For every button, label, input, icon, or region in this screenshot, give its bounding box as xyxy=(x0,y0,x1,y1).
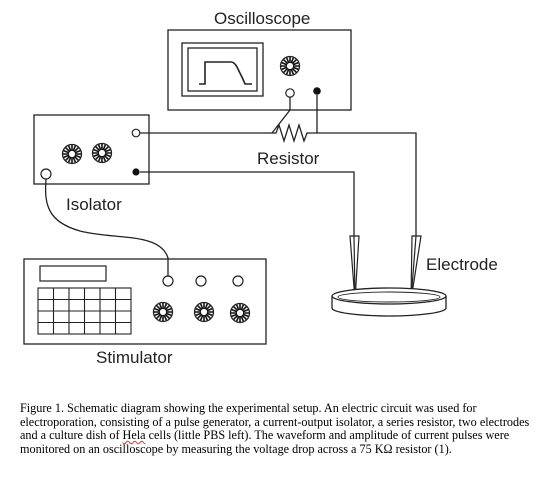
oscilloscope-waveform xyxy=(199,61,252,85)
isolator-input-terminal xyxy=(40,168,52,180)
figure-caption: Figure 1. Schematic diagram showing the … xyxy=(20,401,532,456)
isolator-label: Isolator xyxy=(66,195,122,214)
stimulator-output-terminal xyxy=(162,275,174,287)
stimulator-display xyxy=(39,265,107,282)
stimulator-knob-3-icon xyxy=(229,302,251,324)
isolator-knob-right-icon xyxy=(91,142,113,164)
experimental-setup-diagram: Oscilloscope Resistor Isolator Electrode… xyxy=(23,9,498,367)
stimulator-knob-1-icon xyxy=(152,301,174,323)
isolator-terminal-filled xyxy=(132,168,140,176)
culture-dish xyxy=(331,287,447,317)
circuit-wires xyxy=(44,95,417,276)
oscilloscope-terminal-open xyxy=(285,88,295,98)
electrodes-and-dish xyxy=(331,235,447,317)
isolator-terminal-open xyxy=(131,128,141,138)
caption-text-part2: cells (little PBS left). The waveform an… xyxy=(20,428,510,456)
stimulator-keypad xyxy=(37,287,132,335)
oscilloscope-terminal-filled xyxy=(313,87,321,95)
oscilloscope-probe-left xyxy=(271,97,291,134)
stimulator-isolator-cable xyxy=(44,178,169,276)
oscilloscope-label: Oscilloscope xyxy=(214,9,310,28)
caption-text-part1: Figure 1. Schematic diagram showing the … xyxy=(20,401,530,443)
stimulator-knob-2-icon xyxy=(193,301,215,323)
oscilloscope-device xyxy=(167,29,352,111)
stimulator-device xyxy=(23,258,267,345)
resistor-electrode-right-wire xyxy=(314,132,417,236)
caption-hela-word: Hela xyxy=(122,428,146,443)
isolator-electrode-left-wire xyxy=(140,171,355,236)
stimulator-label: Stimulator xyxy=(96,348,173,367)
resistor-symbol xyxy=(266,122,314,144)
oscilloscope-knob-icon xyxy=(279,55,301,77)
resistor-label: Resistor xyxy=(257,149,320,168)
isolator-device xyxy=(33,114,150,185)
stimulator-terminal-3 xyxy=(232,275,244,287)
electrode-label: Electrode xyxy=(426,255,498,274)
stimulator-terminal-2 xyxy=(195,275,207,287)
isolator-knob-left-icon xyxy=(61,143,83,165)
